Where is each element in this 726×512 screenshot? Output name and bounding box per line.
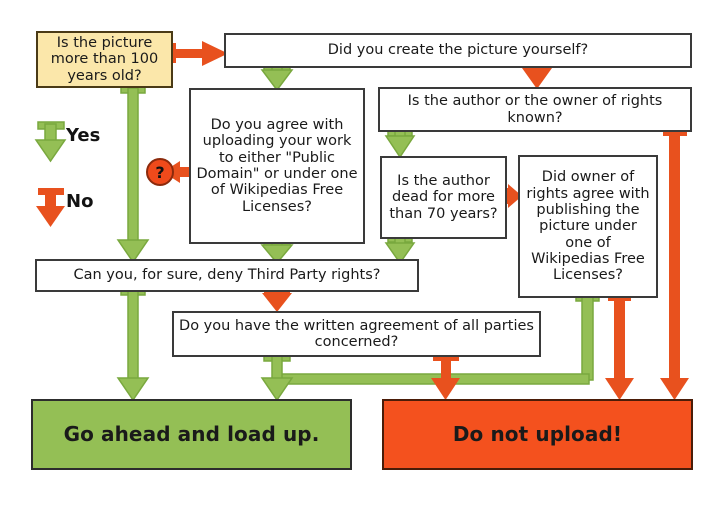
node-created-yourself-label: Did you create the picture yourself? xyxy=(327,42,589,59)
node-do-not-upload[interactable]: Do not upload! xyxy=(382,399,693,470)
node-start[interactable]: Is the picture more than 100 years old? xyxy=(36,31,173,88)
node-author-dead[interactable]: Is the author dead for more than 70 year… xyxy=(380,156,507,239)
legend-no-arrow-icon xyxy=(36,188,65,227)
node-author-known[interactable]: Is the author or the owner of rights kno… xyxy=(378,87,692,132)
node-agree-upload-label: Do you agree with uploading your work to… xyxy=(196,116,358,215)
legend-no-label: No xyxy=(66,191,94,212)
edge-start-to-third-party xyxy=(116,85,150,264)
node-owner-agree[interactable]: Did owner of rights agree with publishin… xyxy=(518,155,658,298)
node-go-ahead[interactable]: Go ahead and load up. xyxy=(31,399,352,470)
node-author-known-label: Is the author or the owner of rights kno… xyxy=(407,93,663,126)
node-start-label: Is the picture more than 100 years old? xyxy=(50,34,159,84)
edge-written-agreement-to-do-not-upload xyxy=(431,354,460,400)
node-third-party[interactable]: Can you, for sure, deny Third Party righ… xyxy=(35,259,419,292)
node-author-dead-label: Is the author dead for more than 70 year… xyxy=(389,172,498,222)
node-do-not-upload-label: Do not upload! xyxy=(452,422,623,447)
edge-author-known-to-do-not-upload xyxy=(660,129,689,400)
edge-author-known-to-author-dead xyxy=(384,128,416,159)
node-written-agreement[interactable]: Do you have the written agreement of all… xyxy=(172,311,541,357)
edge-owner-agree-to-do-not-upload xyxy=(605,294,634,400)
node-owner-agree-label: Did owner of rights agree with publishin… xyxy=(526,169,650,284)
node-created-yourself[interactable]: Did you create the picture yourself? xyxy=(224,33,692,68)
node-written-agreement-label: Do you have the written agreement of all… xyxy=(179,317,534,350)
legend-yes-arrow-icon xyxy=(34,121,67,163)
legend-yes-label: Yes xyxy=(66,125,101,146)
node-third-party-label: Can you, for sure, deny Third Party righ… xyxy=(73,267,381,284)
edge-third-party-to-go-ahead xyxy=(116,287,150,402)
question-mark-icon[interactable]: ? xyxy=(146,158,174,186)
question-mark-glyph: ? xyxy=(155,162,165,182)
node-go-ahead-label: Go ahead and load up. xyxy=(63,422,320,447)
edge-start-to-created-yourself xyxy=(170,41,228,66)
node-agree-upload[interactable]: Do you agree with uploading your work to… xyxy=(189,88,365,244)
